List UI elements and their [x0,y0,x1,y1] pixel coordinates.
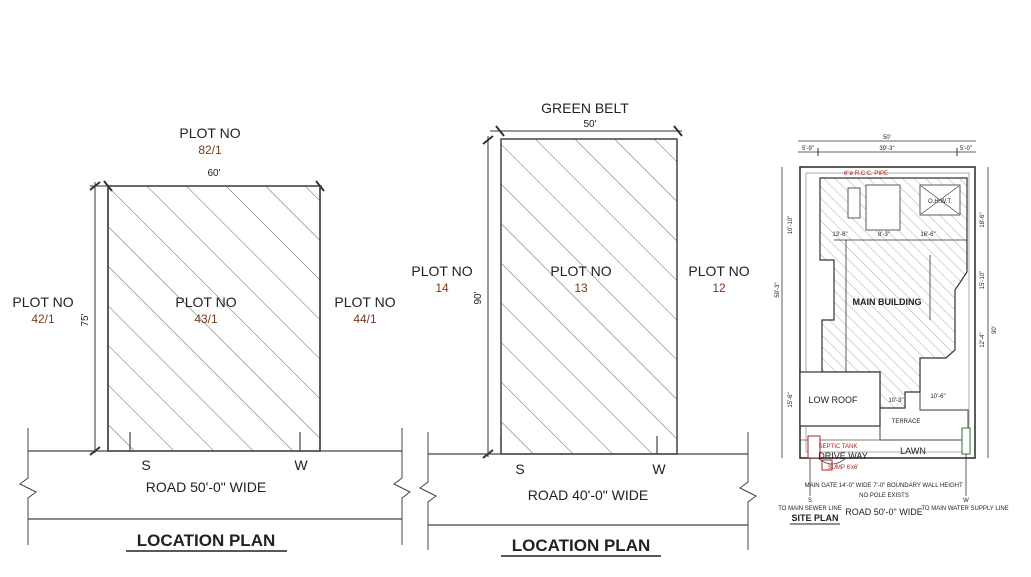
lawn-label: LAWN [900,446,926,456]
main-building-label: MAIN BUILDING [853,297,922,307]
water-meter-symbol [961,427,971,455]
middle-break-mark-r [739,432,757,550]
site-dim-d2: 8'-3" [878,232,890,238]
no-pole-label: NO POLE EXISTS [859,493,909,499]
middle-west-plot-label: PLOT NO [411,263,472,279]
left-top-plot-label: PLOT NO [179,125,240,141]
ohwt-cross [920,185,960,215]
left-width-dim: 60' [207,168,220,179]
left-south-marker: S [141,457,150,473]
site-dim-d6: 12'-4" [980,332,986,347]
septic-tank-symbol [807,435,821,459]
site-left-total-dim: 59'-3" [775,282,781,297]
stair-block [847,187,861,219]
site-inner-line [805,172,970,453]
left-center-plot-number: 43/1 [194,312,218,326]
middle-width-dim: 50' [583,119,596,130]
site-dim-d1: 13'-6" [832,232,847,238]
middle-road-label: ROAD 40'-0" WIDE [528,487,648,503]
middle-height-dim: 90' [473,291,484,304]
site-boundary-wall [799,166,976,459]
left-dim-tick [89,181,101,191]
site-right-total-dim: 90' [992,326,998,334]
site-dim-d9: 15'-6" [788,392,794,407]
site-road-label: ROAD 50'-0" WIDE [845,507,922,517]
site-top-width-dim: 50' [883,135,891,141]
middle-center-plot-number: 13 [574,281,588,295]
septic-tank-label: SEPTIC TANK [819,444,858,450]
site-seg-left: 5'-9" [802,146,814,152]
site-seg-right: 5'-0" [960,146,972,152]
left-break-mark-r [393,428,411,545]
rcc-pipe-label: 6"ø R.C.C. PIPE [844,171,888,177]
to-sewer-label: TO MAIN SEWER LINE [778,506,842,512]
sump-label: SUMP 6'x6' [828,465,859,471]
left-plan-title: LOCATION PLAN [137,531,276,550]
site-dim-d7: 18'-6" [980,212,986,227]
site-south-marker: S [808,498,812,504]
left-west-marker: W [294,457,308,473]
left-location-plan: PLOT NO 82/1 60' 75' PLOT NO 42/1 PLOT N… [12,125,411,552]
left-break-mark-l [19,428,37,545]
middle-dim-tick [482,135,494,145]
site-dim-d3: 16'-6" [920,232,935,238]
site-west-marker: W [963,498,969,504]
left-height-dim: 75' [80,313,91,326]
to-water-label: TO MAIN WATER SUPPLY LINE [921,506,1008,512]
low-roof-block [799,371,881,427]
site-dim-d10: 10'-3" [888,398,903,404]
low-roof-label: LOW ROOF [809,395,859,405]
middle-dim-tick [495,125,505,137]
room-block [865,184,901,231]
site-dim-d8: 10'-6" [930,394,945,400]
left-east-plot-number: 44/1 [353,312,377,326]
middle-west-plot-number: 14 [435,281,449,295]
left-center-plot-label: PLOT NO [175,294,236,310]
ohwt-label: O.H.W.T. [928,199,952,205]
left-west-plot-number: 42/1 [31,312,55,326]
site-dim-d4: 10'-10" [788,216,794,235]
middle-break-mark-l [419,432,437,550]
middle-location-plan: GREEN BELT 50' 90' PLOT NO 14 PLOT NO 13… [411,100,757,557]
site-dim-d5: 15'-10" [980,271,986,290]
site-seg-mid: 39'-3" [879,146,894,152]
middle-east-plot-label: PLOT NO [688,263,749,279]
green-belt-label: GREEN BELT [541,100,629,116]
sump-symbol [821,459,833,471]
middle-east-plot-number: 12 [712,281,726,295]
left-top-plot-number: 82/1 [198,143,222,157]
main-gate-label: MAIN GATE 14'-0" WIDE [805,483,872,489]
middle-plan-title: LOCATION PLAN [512,536,651,555]
terrace-label: TERRACE [892,419,921,425]
left-west-plot-label: PLOT NO [12,294,73,310]
left-plot-43-hatched [107,185,321,452]
drive-way-label: DRIVE WAY [818,451,868,461]
left-road-label: ROAD 50'-0" WIDE [146,479,266,495]
left-east-plot-label: PLOT NO [334,294,395,310]
middle-center-plot-label: PLOT NO [550,263,611,279]
gate-swing [817,457,847,465]
middle-plot-13-hatched [500,138,678,455]
boundary-wall-label: 7'-0" BOUNDARY WALL HEIGHT [873,483,963,489]
site-plan-title: SITE PLAN [791,513,838,523]
site-plan: 50' 5'-9" 39'-3" 5'-0" [775,135,1009,525]
middle-south-marker: S [515,461,524,477]
middle-west-marker: W [652,461,666,477]
middle-dim-tick [673,125,683,137]
